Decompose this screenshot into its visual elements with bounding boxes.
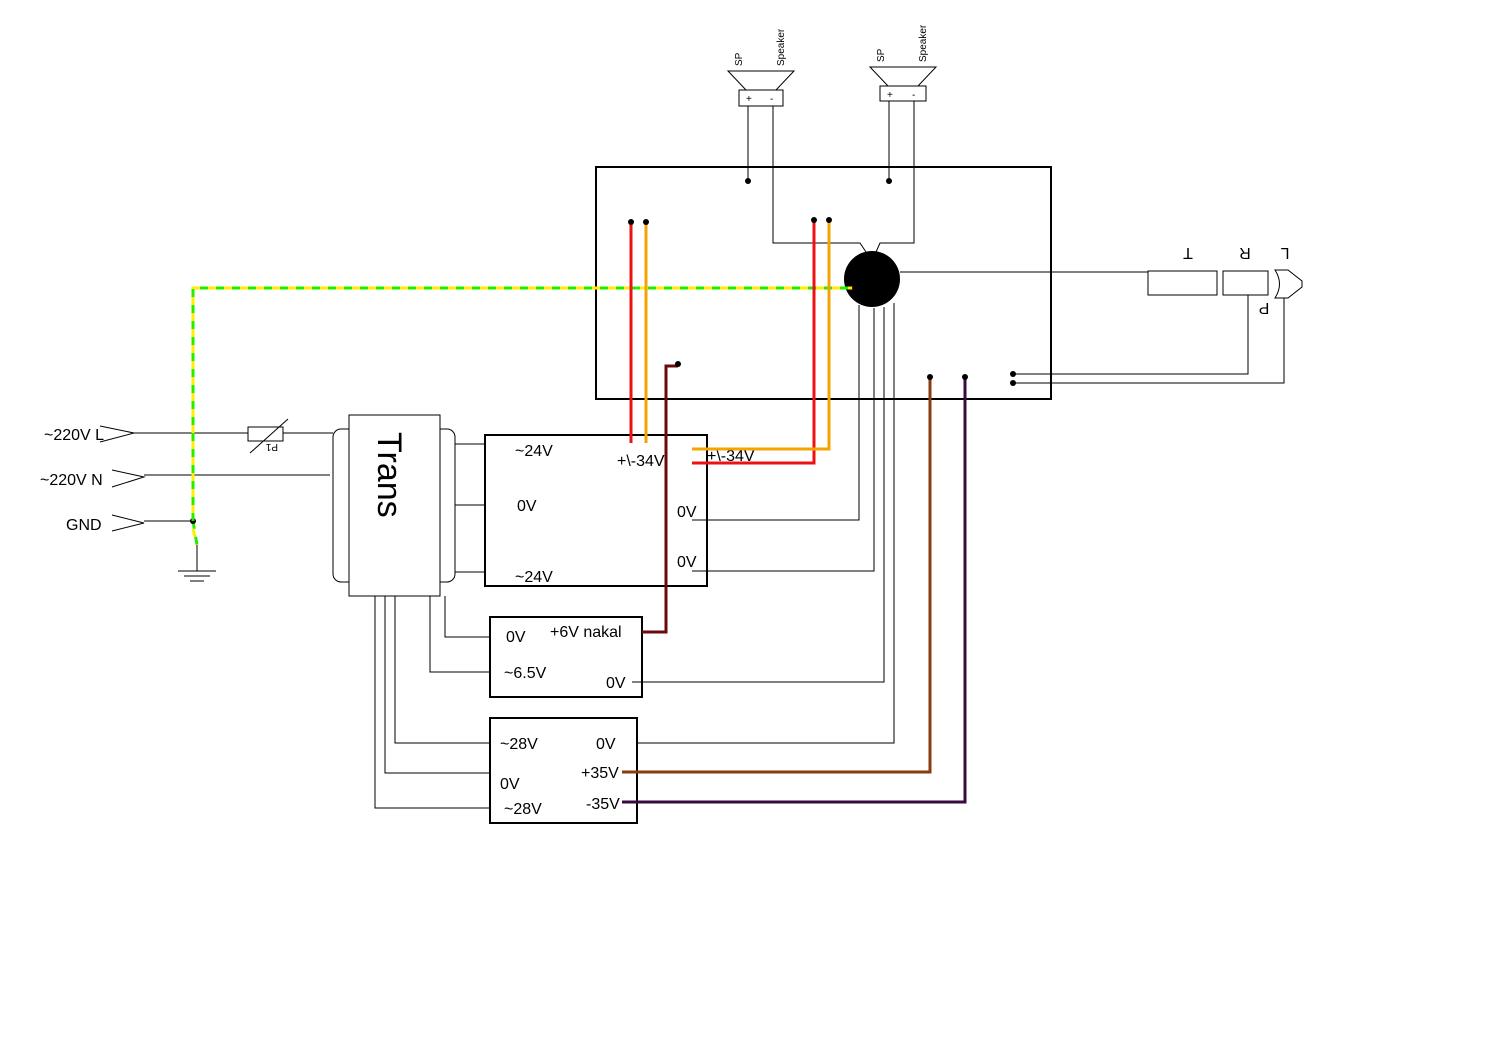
speaker-right-plus: + — [887, 90, 893, 101]
psu-main: ~24V 0V ~24V +\-34V +\-34V 0V 0V — [484, 434, 755, 587]
speaker-left-plus: + — [746, 94, 752, 105]
wire-heater — [642, 364, 678, 634]
transformer-label: Trans — [370, 432, 408, 518]
fuse-p1: P1 — [247, 418, 289, 454]
input-ground-label: GND — [66, 517, 102, 534]
speaker-right-short-label: SP — [876, 48, 887, 62]
amplifier-box — [595, 166, 1052, 400]
psu-aux-out-neg: -35V — [586, 796, 620, 813]
psu-main-out-a: +\-34V — [617, 453, 665, 470]
jack-ring-box — [1222, 270, 1269, 296]
mains-inputs: ~220V L ~220V N GND — [40, 425, 333, 534]
input-neutral-label: ~220V N — [40, 472, 103, 489]
speaker-right-minus: - — [912, 90, 915, 101]
psu-main-in-top: ~24V — [515, 443, 553, 460]
speaker-left-minus: - — [770, 94, 773, 105]
psu-main-in-bot: ~24V — [515, 569, 553, 586]
psu-main-zero-1: 0V — [677, 504, 697, 521]
transformer-secondaries — [374, 443, 490, 809]
transformer: Trans — [332, 414, 456, 597]
wire-red-right — [692, 220, 816, 465]
jack-tip-box — [1147, 270, 1218, 296]
jack-label-t: T — [1183, 244, 1193, 261]
jack-sleeve — [1274, 269, 1303, 299]
ground-wire — [191, 285, 858, 521]
psu-aux: ~28V 0V ~28V 0V +35V -35V — [489, 717, 638, 824]
psu-heater-in-ac: ~6.5V — [504, 665, 547, 682]
jack-connector: T R L P — [900, 244, 1303, 386]
psu-heater-out: +6V nakal — [550, 624, 622, 641]
input-line-label: ~220V L — [44, 427, 104, 444]
wire-plus-35 — [622, 377, 932, 774]
wire-orange-right — [692, 220, 831, 451]
jack-label-p: P — [1259, 299, 1270, 316]
zero-volt-returns — [632, 303, 895, 744]
psu-main-in-mid: 0V — [517, 498, 537, 515]
psu-main-zero-2: 0V — [677, 554, 697, 571]
jack-label-r: R — [1239, 244, 1251, 261]
psu-aux-in-top: ~28V — [500, 736, 538, 753]
psu-main-out-b: +\-34V — [707, 448, 755, 465]
psu-heater: 0V ~6.5V +6V nakal 0V — [489, 616, 643, 698]
fuse-label: P1 — [265, 441, 278, 452]
psu-aux-out-pos: +35V — [581, 765, 619, 782]
psu-aux-out-0v: 0V — [596, 736, 616, 753]
speaker-right-long-label: Speaker — [918, 24, 929, 62]
supply-wires — [622, 217, 968, 804]
wire-minus-35 — [622, 377, 967, 804]
speaker-right: + - SP Speaker — [868, 24, 938, 102]
jack-label-l: L — [1280, 244, 1289, 261]
psu-heater-out-0v: 0V — [606, 675, 626, 692]
psu-aux-in-bot: ~28V — [504, 801, 542, 818]
speaker-left-long-label: Speaker — [776, 28, 787, 66]
psu-heater-in-0v: 0V — [506, 629, 526, 646]
ground-star-point — [844, 251, 900, 307]
psu-aux-in-mid: 0V — [500, 776, 520, 793]
speaker-left: + - SP Speaker — [726, 28, 796, 107]
speaker-wiring — [745, 101, 915, 253]
ground-symbol — [178, 518, 216, 582]
speaker-left-short-label: SP — [734, 52, 745, 66]
